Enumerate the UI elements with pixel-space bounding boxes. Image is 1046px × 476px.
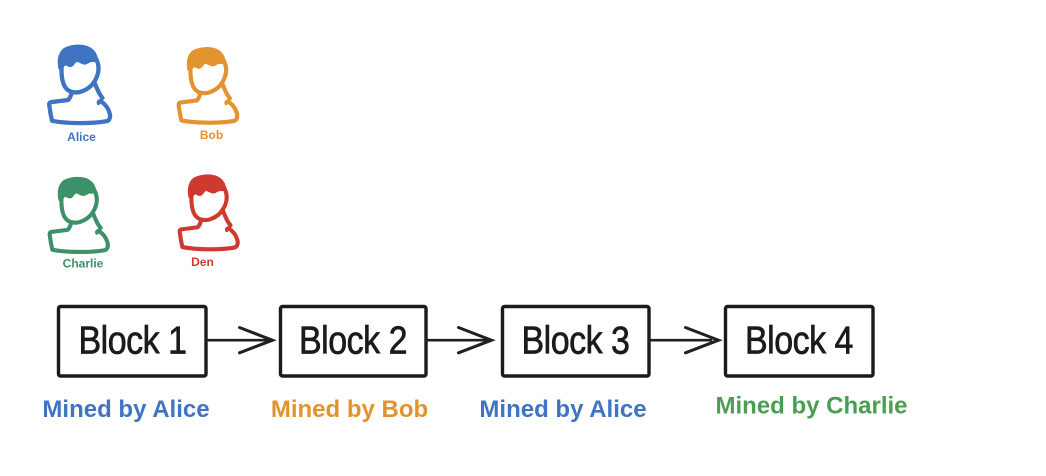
svg-text:Den: Den — [191, 255, 214, 269]
svg-text:Block 4: Block 4 — [745, 318, 853, 362]
svg-text:Mined by Charlie: Mined by Charlie — [715, 393, 907, 420]
svg-text:Block 1: Block 1 — [79, 318, 187, 362]
svg-text:Mined by Bob: Mined by Bob — [271, 396, 428, 423]
svg-text:Mined by Alice: Mined by Alice — [42, 396, 209, 423]
svg-text:Bob: Bob — [200, 128, 223, 142]
svg-text:Block 2: Block 2 — [299, 318, 407, 362]
svg-text:Block 3: Block 3 — [522, 318, 630, 362]
svg-text:Mined by Alice: Mined by Alice — [479, 396, 646, 423]
svg-text:Charlie: Charlie — [63, 257, 104, 271]
svg-text:Alice: Alice — [67, 130, 96, 144]
